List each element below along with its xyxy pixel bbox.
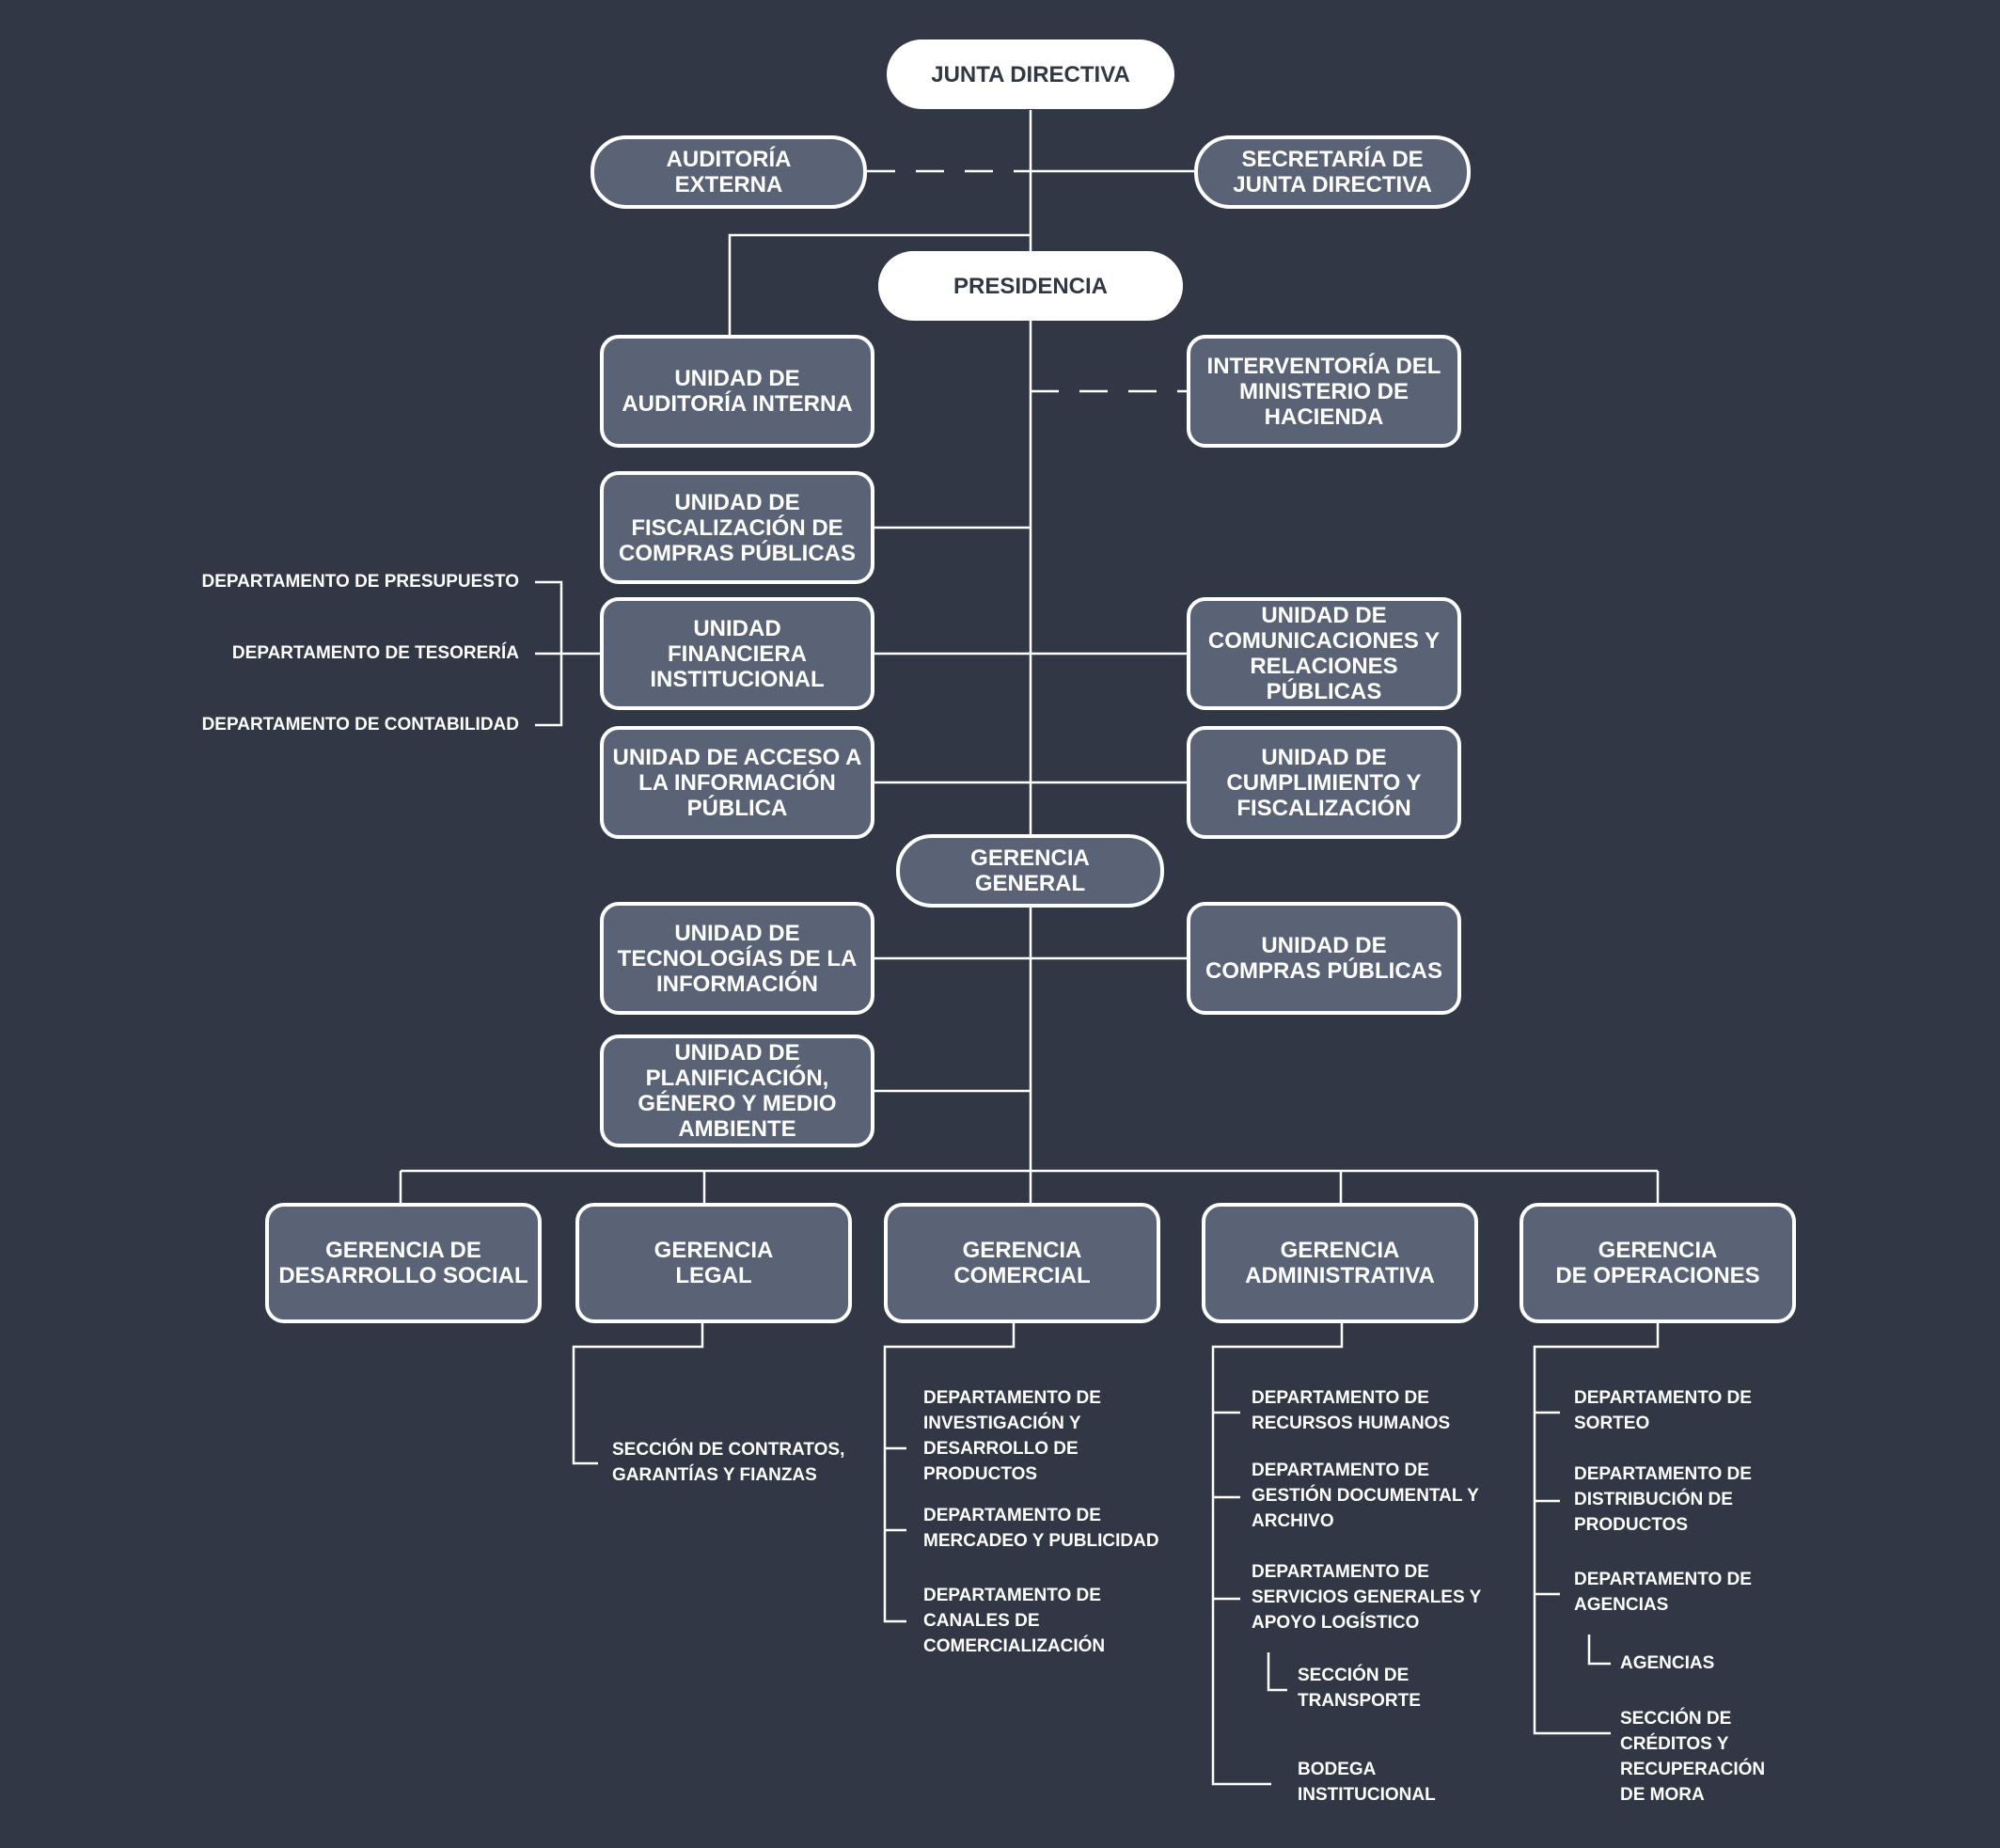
secretaria-junta-box: SECRETARÍA DE JUNTA DIRECTIVA <box>1194 135 1471 209</box>
bodega-institucional-label: BODEGA INSTITUCIONAL <box>1298 1760 1436 1805</box>
unidad-comunicaciones-box: UNIDAD DE COMUNICACIONES Y RELACIONES PÚ… <box>1187 597 1461 710</box>
seccion-contratos-label: SECCIÓN DE CONTRATOS, GARANTÍAS Y FIANZA… <box>612 1440 845 1485</box>
gerencia-administrativa-box: GERENCIA ADMINISTRATIVA <box>1202 1203 1478 1323</box>
unidad-planificacion-box: UNIDAD DE PLANIFICACIÓN, GÉNERO Y MEDIO … <box>600 1035 874 1147</box>
gerencia-desarrollo-social-box: GERENCIA DE DESARROLLO SOCIAL <box>265 1203 542 1323</box>
seccion-transporte-label: SECCIÓN DE TRANSPORTE <box>1298 1666 1421 1711</box>
unidad-cumplimiento-box: UNIDAD DE CUMPLIMIENTO Y FISCALIZACIÓN <box>1187 726 1461 839</box>
dept-gestion-documental-label: DEPARTAMENTO DE GESTIÓN DOCUMENTAL Y ARC… <box>1252 1461 1479 1531</box>
dept-canales-label: DEPARTAMENTO DE CANALES DE COMERCIALIZAC… <box>923 1586 1106 1656</box>
dept-contabilidad-label: DEPARTAMENTO DE CONTABILIDAD <box>201 715 519 734</box>
dept-agencias-label: DEPARTAMENTO DE AGENCIAS <box>1574 1570 1752 1615</box>
junta-directiva-box: JUNTA DIRECTIVA <box>887 39 1174 109</box>
unidad-fiscalizacion-compras-box: UNIDAD DE FISCALIZACIÓN DE COMPRAS PÚBLI… <box>600 471 874 584</box>
auditoria-externa-box: AUDITORÍA EXTERNA <box>591 135 867 209</box>
unidad-acceso-informacion-box: UNIDAD DE ACCESO A LA INFORMACIÓN PÚBLIC… <box>600 726 874 839</box>
dept-servicios-generales-label: DEPARTAMENTO DE SERVICIOS GENERALES Y AP… <box>1252 1562 1482 1633</box>
dept-sorteo-label: DEPARTAMENTO DE SORTEO <box>1574 1388 1752 1433</box>
agencias-label: AGENCIAS <box>1620 1653 1715 1673</box>
gerencia-general-box: GERENCIA GENERAL <box>896 834 1164 908</box>
gerencia-comercial-box: GERENCIA COMERCIAL <box>884 1203 1160 1323</box>
gerencia-legal-box: GERENCIA LEGAL <box>575 1203 852 1323</box>
unidad-financiera-box: UNIDAD FINANCIERA INSTITUCIONAL <box>600 597 874 710</box>
gerencia-operaciones-box: GERENCIA DE OPERACIONES <box>1520 1203 1796 1323</box>
unidad-compras-publicas-box: UNIDAD DE COMPRAS PÚBLICAS <box>1187 902 1461 1015</box>
interventoria-box: INTERVENTORÍA DEL MINISTERIO DE HACIENDA <box>1187 335 1461 448</box>
dept-investigacion-label: DEPARTAMENTO DE INVESTIGACIÓN Y DESARROL… <box>923 1388 1101 1484</box>
dept-rrhh-label: DEPARTAMENTO DE RECURSOS HUMANOS <box>1252 1388 1451 1433</box>
unidad-tecnologias-box: UNIDAD DE TECNOLOGÍAS DE LA INFORMACIÓN <box>600 902 874 1015</box>
unidad-auditoria-interna-box: UNIDAD DE AUDITORÍA INTERNA <box>600 335 874 448</box>
dept-mercadeo-label: DEPARTAMENTO DE MERCADEO Y PUBLICIDAD <box>923 1506 1159 1551</box>
dept-tesoreria-label: DEPARTAMENTO DE TESORERÍA <box>231 643 519 663</box>
dept-distribucion-label: DEPARTAMENTO DE DISTRIBUCIÓN DE PRODUCTO… <box>1574 1464 1752 1535</box>
presidencia-box: PRESIDENCIA <box>878 251 1183 321</box>
seccion-creditos-label: SECCIÓN DE CRÉDITOS Y RECUPERACIÓN DE MO… <box>1620 1709 1766 1805</box>
dept-presupuesto-label: DEPARTAMENTO DE PRESUPUESTO <box>201 572 519 592</box>
